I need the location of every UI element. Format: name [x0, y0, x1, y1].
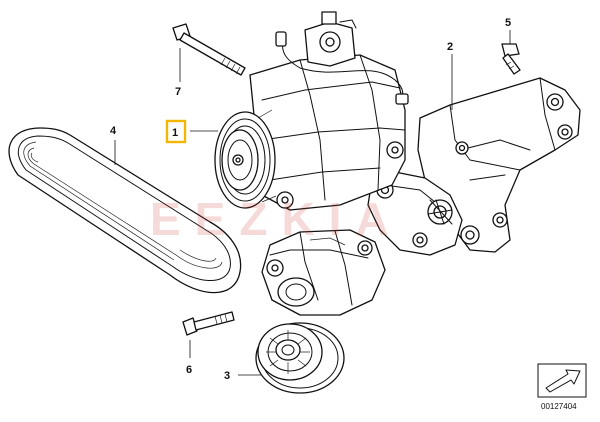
- callout-label-2: 2: [447, 41, 453, 53]
- callout-2: 2: [447, 41, 453, 53]
- watermark-text: EEZKIA: [150, 193, 403, 245]
- idler-pulley: [255, 322, 345, 394]
- callout-3: 3: [224, 370, 230, 382]
- orientation-arrow-box: [537, 363, 587, 398]
- callout-label-3: 3: [224, 370, 230, 382]
- callout-5: 5: [505, 17, 511, 29]
- leader-lines: [114, 30, 511, 376]
- callout-label-7: 7: [175, 86, 181, 98]
- small-bolt: [501, 43, 521, 75]
- callout-4: 4: [110, 125, 117, 137]
- belt-tensioner: [261, 229, 386, 316]
- callout-label-4: 4: [110, 125, 117, 137]
- callout-label-6: 6: [186, 364, 192, 376]
- callout-label-5: 5: [505, 17, 511, 29]
- tensioner-mount: [367, 171, 463, 256]
- callout-7: 7: [175, 86, 181, 98]
- callout-1: 1: [165, 119, 187, 144]
- ac-compressor: [214, 11, 409, 211]
- direction-arrow-icon: [545, 369, 581, 393]
- callout-label-1: 1: [172, 127, 178, 139]
- drive-belt: [8, 127, 242, 294]
- callout-6: 6: [186, 364, 192, 376]
- long-bolt: [172, 23, 246, 76]
- tensioner-bolt: [182, 311, 235, 336]
- document-number: 00127404: [541, 402, 577, 411]
- callout-1-highlight-box: [165, 119, 187, 144]
